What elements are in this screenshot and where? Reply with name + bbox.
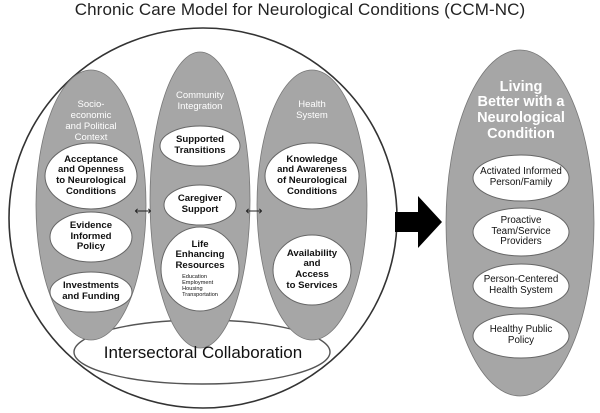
label-activated: Activated Informed Person/Family bbox=[480, 166, 562, 188]
label-supported-transitions: Supported Transitions bbox=[174, 134, 226, 156]
label-healthy-policy: Healthy Public Policy bbox=[489, 324, 553, 346]
label-life-enhancing: Life Enhancing Resources Education Emplo… bbox=[163, 234, 237, 304]
oval-person-centered bbox=[472, 263, 570, 309]
label-proactive: Proactive Team/Service Providers bbox=[491, 214, 551, 248]
oval-supported-transitions bbox=[159, 125, 241, 167]
label-evidence: Evidence Informed Policy bbox=[69, 219, 113, 253]
oval-availability bbox=[272, 234, 352, 306]
oval-healthy-policy bbox=[472, 313, 570, 359]
label-investments: Investments and Funding bbox=[62, 280, 120, 302]
oval-knowledge bbox=[264, 142, 360, 210]
label-person-centered: Person-Centered Health System bbox=[483, 274, 559, 296]
oval-acceptance bbox=[44, 142, 138, 210]
big-arrow bbox=[395, 196, 442, 248]
column-heading-community: Community Integration bbox=[175, 90, 225, 112]
label-caregiver: Caregiver Support bbox=[177, 193, 223, 215]
diagram-title: Chronic Care Model for Neurological Cond… bbox=[74, 0, 526, 19]
oval-evidence bbox=[49, 211, 133, 263]
oval-investments bbox=[49, 271, 133, 313]
label-acceptance: Acceptance and Openness to Neurological … bbox=[56, 153, 126, 197]
label-knowledge: Knowledge and Awareness of Neurological … bbox=[277, 153, 347, 197]
oval-caregiver bbox=[163, 184, 237, 226]
label-availability: Availability and Access to Services bbox=[286, 247, 338, 291]
oval-activated bbox=[472, 154, 570, 202]
label-life-enhancing-title: Life Enhancing Resources bbox=[175, 238, 225, 272]
oval-proactive bbox=[472, 207, 570, 257]
label-life-enhancing-sub: Education Employment Housing Transportat… bbox=[182, 273, 218, 299]
double-arrow-left-connector: ⟷ bbox=[134, 204, 152, 219]
oval-life-enhancing bbox=[160, 226, 240, 312]
column-heading-socioeconomic: Socio- economic and Political Context bbox=[65, 99, 117, 143]
collaboration-label: Intersectoral Collaboration bbox=[103, 343, 303, 363]
outcome-heading: Living Better with a Neurological Condit… bbox=[477, 78, 565, 142]
double-arrow-right-connector: ⟷ bbox=[245, 204, 263, 219]
column-heading-health-system: Health System bbox=[296, 99, 328, 121]
